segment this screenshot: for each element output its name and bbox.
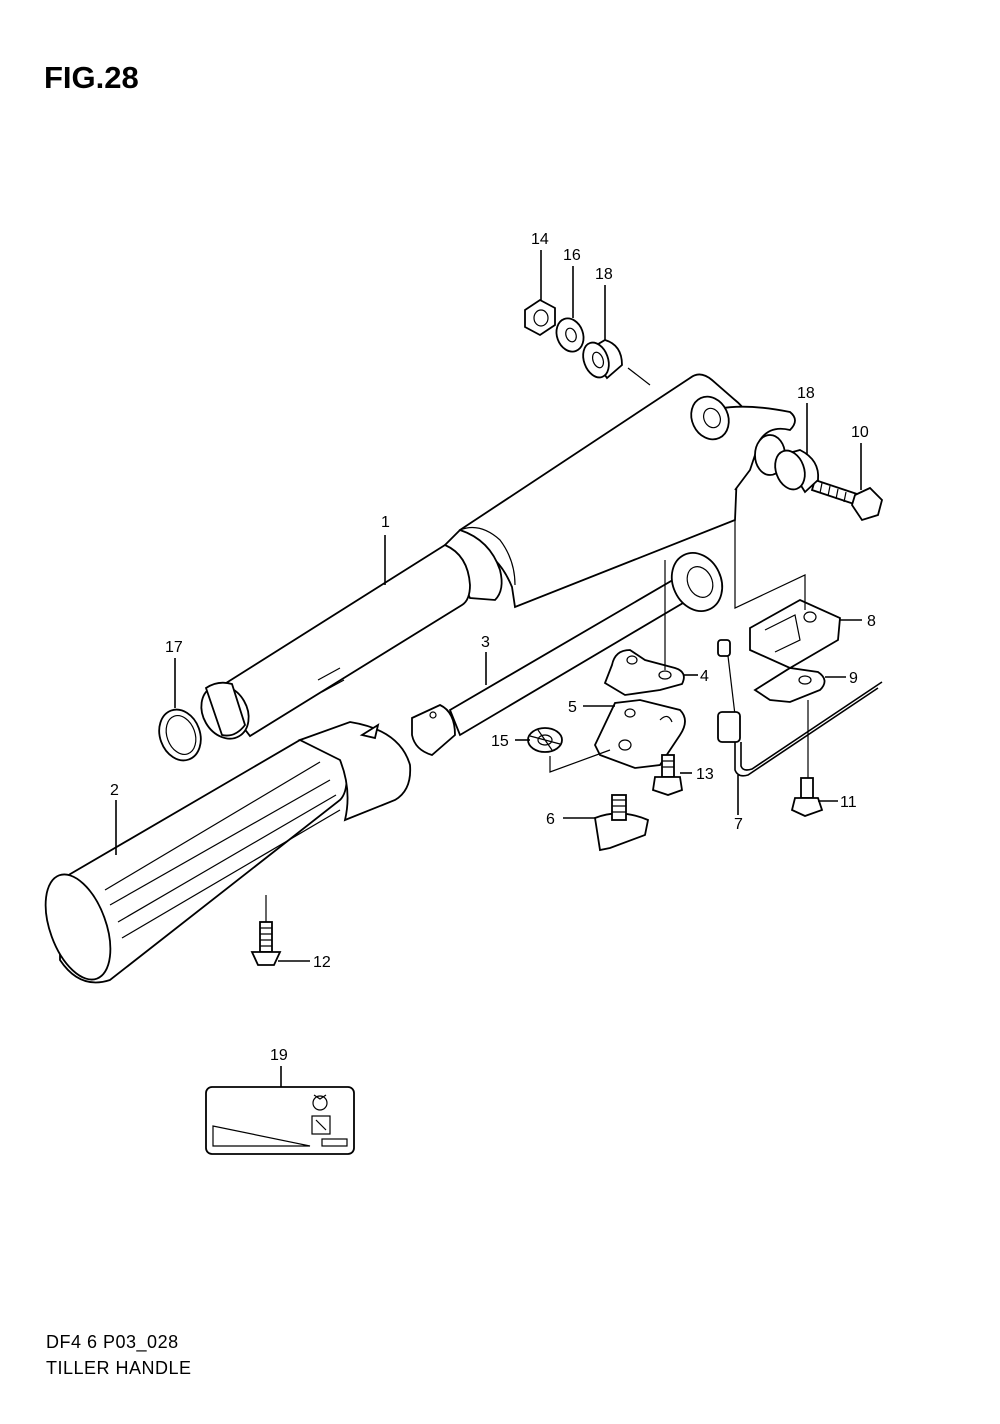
throttle-shaft bbox=[411, 552, 724, 757]
callout-13: 13 bbox=[696, 766, 714, 783]
plate bbox=[603, 560, 698, 696]
stop-switch-cable bbox=[717, 639, 883, 815]
friction-knob bbox=[563, 794, 650, 852]
bolt bbox=[790, 777, 838, 817]
callout-16: 16 bbox=[563, 247, 581, 264]
callout-8: 8 bbox=[867, 613, 876, 630]
callout-1: 1 bbox=[381, 514, 390, 531]
callout-11: 11 bbox=[840, 794, 857, 811]
figure-code: DF4 6 P03_028 bbox=[46, 1332, 179, 1352]
callout-2: 2 bbox=[110, 782, 119, 799]
callout-4: 4 bbox=[700, 668, 709, 685]
callout-3: 3 bbox=[481, 634, 490, 651]
callout-7: 7 bbox=[734, 816, 743, 833]
bracket bbox=[583, 699, 686, 769]
washer bbox=[555, 266, 585, 353]
figure-title: FIG.28 bbox=[44, 60, 139, 95]
clip bbox=[753, 667, 846, 780]
callout-9: 9 bbox=[849, 670, 858, 687]
bolt bbox=[810, 443, 884, 522]
nut bbox=[524, 250, 556, 337]
callout-18: 18 bbox=[797, 385, 815, 402]
screw bbox=[250, 895, 310, 966]
callout-5: 5 bbox=[568, 699, 577, 716]
callout-17: 17 bbox=[165, 639, 183, 656]
lock-washer bbox=[515, 727, 611, 773]
figure-name: TILLER HANDLE bbox=[46, 1358, 192, 1378]
screw bbox=[651, 754, 692, 796]
callout-6: 6 bbox=[546, 811, 555, 828]
callout-14: 14 bbox=[531, 231, 549, 248]
callout-15: 15 bbox=[491, 733, 509, 750]
decal bbox=[205, 1066, 355, 1155]
callout-18: 18 bbox=[595, 266, 613, 283]
bushing bbox=[582, 285, 651, 386]
bushing bbox=[774, 403, 820, 494]
callout-10: 10 bbox=[851, 424, 869, 441]
throttle-grip bbox=[44, 721, 412, 984]
callout-12: 12 bbox=[313, 954, 331, 971]
o-ring bbox=[158, 658, 202, 762]
callout-19: 19 bbox=[270, 1047, 288, 1064]
switch-block bbox=[734, 520, 862, 670]
tiller-arm bbox=[200, 373, 796, 740]
